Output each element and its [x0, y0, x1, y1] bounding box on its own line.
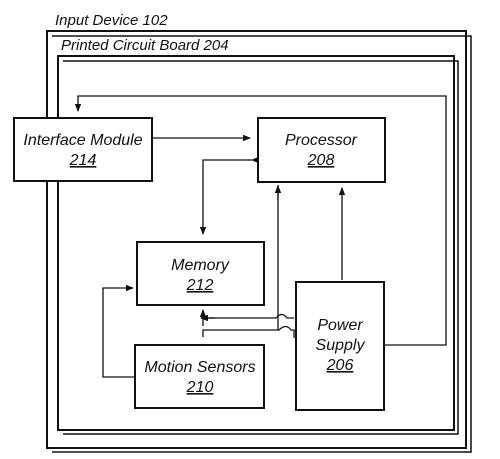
power-to-memory-link [203, 313, 294, 319]
memory-title: Memory [171, 257, 230, 274]
interface-module-box [13, 117, 153, 182]
sensor-memory-loop-link [102, 284, 135, 378]
power-supply-title-line2: Supply [316, 337, 366, 354]
motion-sensors-ref: 210 [186, 379, 214, 396]
processor-memory-link [199, 156, 259, 235]
processor-block: Processor 208 [257, 117, 386, 183]
input-device-frame [46, 30, 472, 453]
power-supply-ref: 206 [326, 357, 354, 374]
interface-module-ref: 214 [69, 152, 97, 169]
motion-sensors-box [134, 344, 265, 409]
sensor-processor-link [202, 185, 295, 338]
power-supply-box [295, 281, 385, 411]
processor-box [257, 117, 386, 183]
power-supply-block: Power Supply 206 [295, 281, 385, 411]
interface-module-block: Interface Module 214 [13, 117, 153, 182]
pcb-frame [57, 55, 459, 435]
motion-sensors-block: Motion Sensors 210 [134, 344, 265, 409]
power-supply-title-line1: Power [317, 317, 363, 334]
pcb-border [57, 55, 455, 431]
processor-title: Processor [285, 132, 358, 149]
processor-ref: 208 [307, 152, 335, 169]
input-device-label: Input Device 102 [55, 12, 168, 29]
interface-module-title: Interface Module [23, 132, 142, 149]
motion-sensors-title: Motion Sensors [144, 359, 255, 376]
pcb-shadow [63, 60, 459, 435]
pcb-label: Printed Circuit Board 204 [61, 37, 229, 54]
input-device-border [46, 30, 467, 449]
memory-box [136, 241, 265, 306]
connections [74, 95, 447, 378]
input-device-shadow [52, 35, 472, 453]
memory-ref: 212 [186, 277, 214, 294]
power-to-interface-link [74, 95, 447, 346]
memory-block: Memory 212 [136, 241, 265, 306]
